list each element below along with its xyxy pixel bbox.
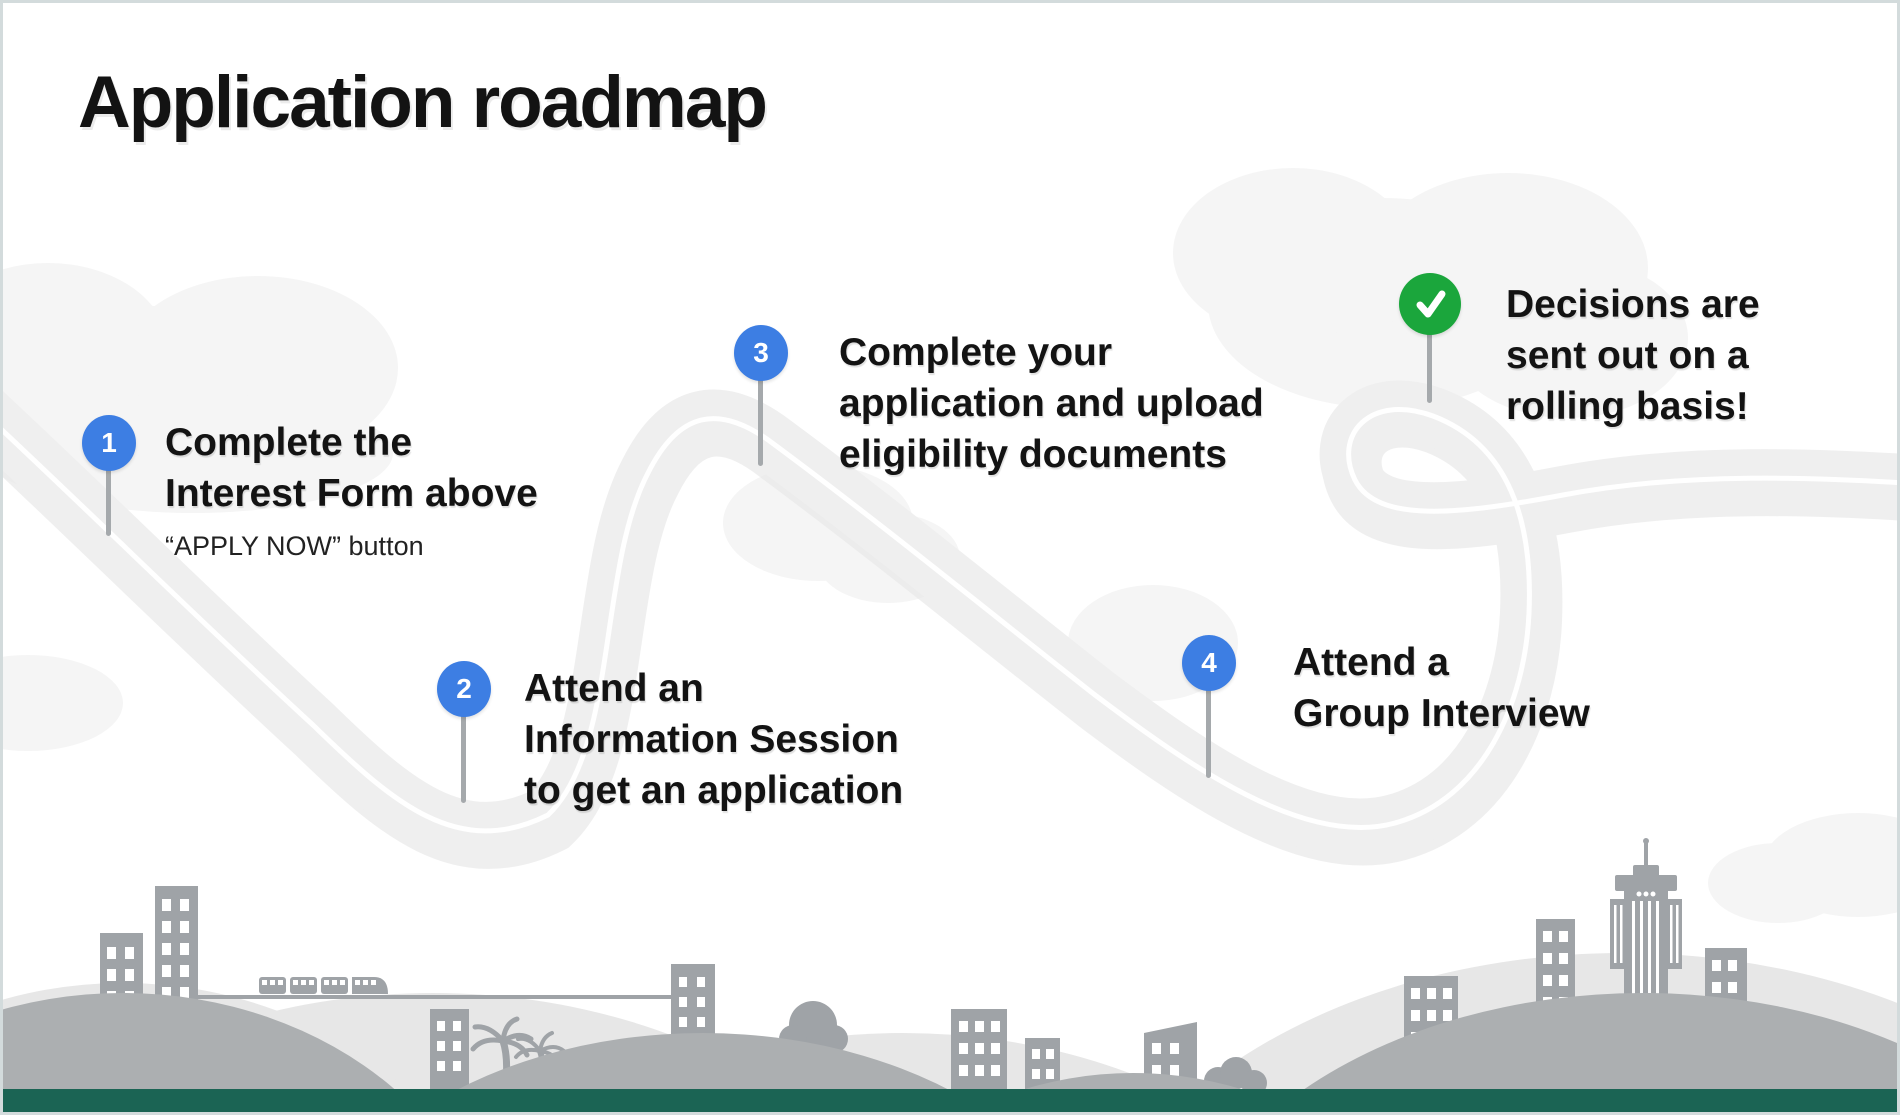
step-line: Attend a (1293, 641, 1449, 684)
step-text: Decisions are sent out on a rolling basi… (1506, 279, 1760, 432)
step-line: Decisions are (1506, 283, 1760, 326)
pin-number: 4 (1201, 647, 1217, 678)
pin-stem (1427, 323, 1432, 403)
step-line: Group Interview (1293, 692, 1590, 735)
pin-number: 2 (456, 673, 472, 704)
pin-stem (461, 703, 466, 803)
step-line: Information Session (524, 718, 899, 761)
step-line: Complete the (165, 421, 413, 464)
step-line: application and upload (839, 382, 1264, 425)
step-text: Complete your application and upload eli… (839, 327, 1264, 480)
step-text: Attend an Information Session to get an … (524, 663, 903, 816)
numbered-pin-1: 1 (82, 415, 136, 471)
pin-stem (758, 368, 763, 466)
cloud-right-low (1708, 813, 1897, 923)
numbered-pin-2: 2 (437, 661, 491, 717)
green-footer-bar (3, 1089, 1897, 1112)
step-line: Attend an (524, 667, 704, 710)
pin-stem (106, 458, 111, 536)
page-title: Application roadmap (78, 62, 768, 143)
checkmark-icon (1416, 290, 1446, 318)
step-line: Interest Form above (165, 472, 538, 515)
winding-road (3, 380, 1897, 869)
pin-stem (1206, 678, 1211, 778)
pin-number: 1 (101, 427, 117, 458)
step-line: rolling basis! (1506, 385, 1749, 428)
train (259, 977, 388, 994)
numbered-pin-4: 4 (1182, 635, 1236, 691)
roadmap-scene (3, 168, 1897, 1112)
step-note: “APPLY NOW” button (165, 531, 424, 561)
step-line: sent out on a (1506, 334, 1749, 377)
road-center-line (3, 407, 1897, 834)
step-line: to get an application (524, 769, 904, 812)
step-line: eligibility documents (839, 433, 1227, 476)
step-text: Complete the Interest Form above “APPLY … (165, 417, 538, 562)
step-line: Complete your (839, 331, 1113, 374)
cloud-top-right (1173, 168, 1688, 418)
building (430, 1009, 469, 1091)
cloud-left-low (3, 655, 123, 751)
checkmark-pin (1399, 273, 1461, 335)
numbered-pin-3: 3 (734, 325, 788, 381)
train-track (197, 995, 697, 999)
step-text: Attend a Group Interview (1293, 637, 1590, 739)
pin-number: 3 (753, 337, 769, 368)
